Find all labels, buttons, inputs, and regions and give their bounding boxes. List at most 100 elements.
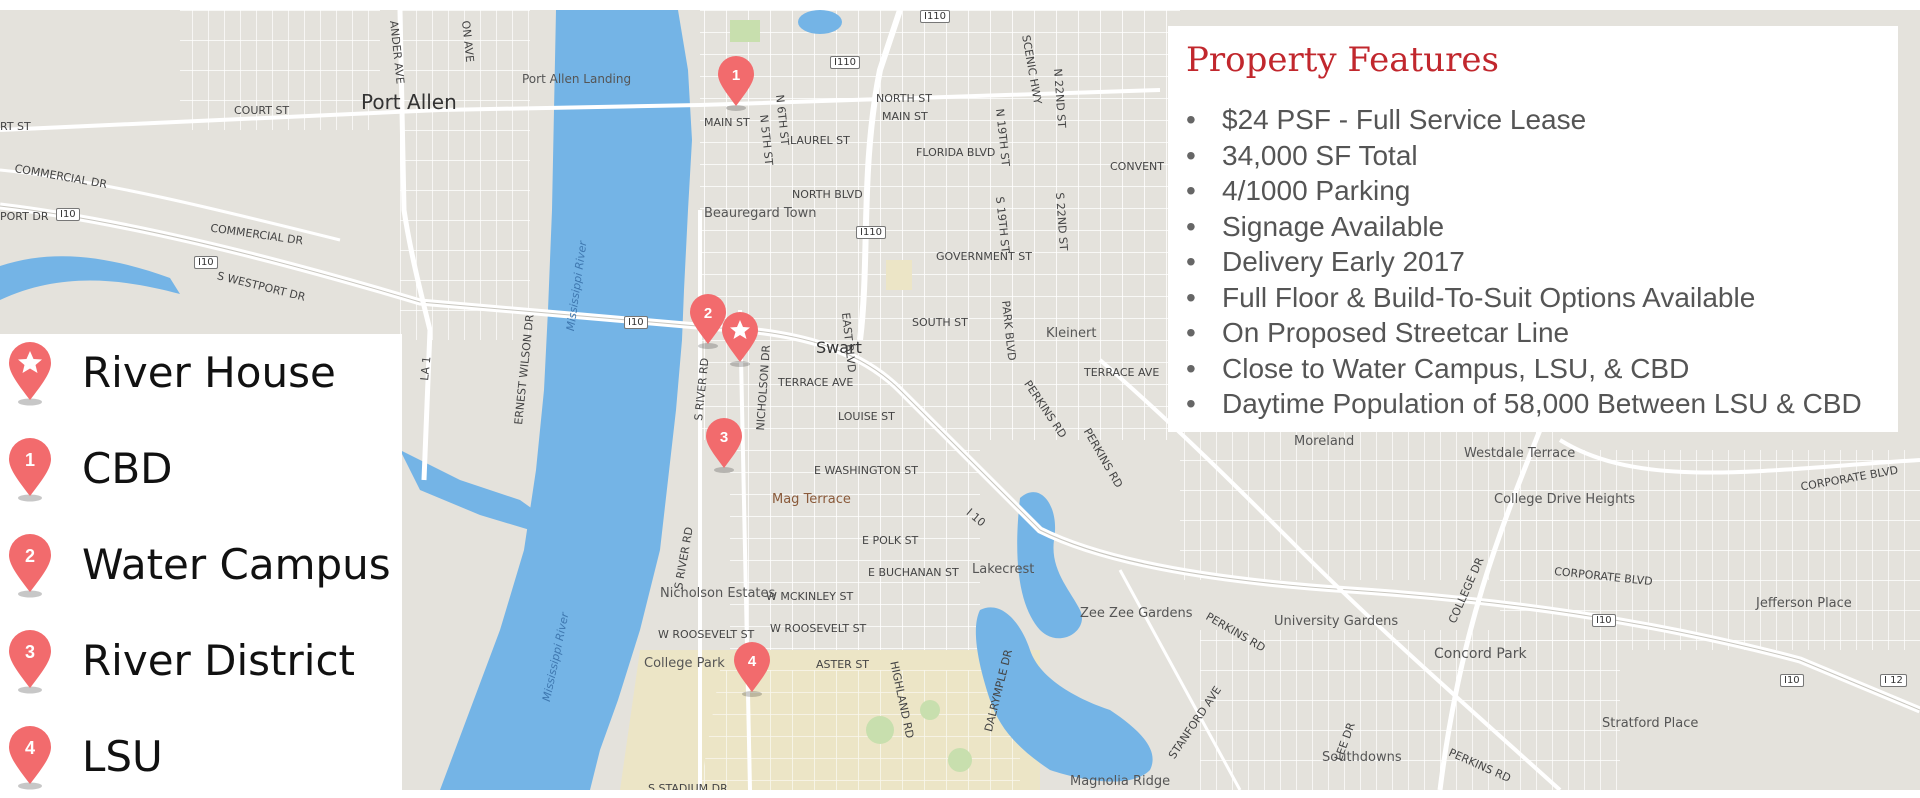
place-kleinert: Kleinert — [1046, 326, 1097, 341]
legend-item-river-house: River House — [0, 334, 402, 414]
pin-number: 3 — [720, 429, 728, 446]
legend-label: CBD — [82, 444, 173, 493]
feature-text: 34,000 SF Total — [1222, 139, 1418, 171]
place-college-park: College Park — [644, 656, 725, 671]
feature-item: •$24 PSF - Full Service Lease — [1186, 104, 1587, 135]
place-moreland: Moreland — [1294, 434, 1355, 449]
road-government-st: GOVERNMENT ST — [936, 250, 1032, 263]
pin-4-icon: 4 — [734, 642, 770, 697]
property-features-list: •$24 PSF - Full Service Lease •34,000 SF… — [1186, 102, 1862, 422]
road-terrace-ave: TERRACE AVE — [778, 376, 854, 389]
map-pin-river-district[interactable]: 3 — [704, 418, 744, 474]
pin-number: 4 — [748, 653, 757, 670]
road-main-st-2: MAIN ST — [882, 110, 928, 123]
highway-shield-i10-2: I10 — [194, 256, 218, 269]
highway-shield-i12: I 12 — [1880, 674, 1907, 687]
place-swart: Swart — [816, 338, 862, 357]
pin-3-icon: 3 — [9, 630, 51, 694]
legend-item-cbd: 1 CBD — [0, 430, 402, 510]
place-zee-zee-gardens: Zee Zee Gardens — [1080, 606, 1193, 621]
road-laurel-st: LAUREL ST — [790, 134, 850, 147]
legend-item-river-district: 3 River District — [0, 622, 402, 702]
place-university-gardens: University Gardens — [1274, 614, 1399, 629]
map-pin-river-house[interactable] — [720, 312, 760, 368]
place-beauregard-town: Beauregard Town — [704, 206, 817, 221]
road-north-blvd: NORTH BLVD — [792, 188, 863, 201]
place-port-allen: Port Allen — [361, 90, 457, 114]
pin-1-icon: 1 — [9, 438, 51, 502]
property-features-title: Property Features — [1186, 40, 1499, 80]
place-westdale-terrace: Westdale Terrace — [1464, 446, 1576, 461]
feature-text: Full Floor & Build-To-Suit Options Avail… — [1222, 281, 1756, 313]
feature-text: Delivery Early 2017 — [1222, 246, 1465, 277]
highway-shield-i10-3: I10 — [624, 316, 648, 329]
property-features-panel: Property Features •$24 PSF - Full Servic… — [1168, 26, 1898, 432]
road-w-roosevelt-st-2: W ROOSEVELT ST — [770, 622, 867, 635]
pin-number: 3 — [25, 642, 35, 662]
feature-item: •On Proposed Streetcar Line — [1186, 317, 1570, 348]
highway-shield-i110-2: I110 — [830, 56, 861, 69]
feature-item: •Full Floor & Build-To-Suit Options Avai… — [1186, 281, 1756, 313]
road-w-mckinley-st: W MCKINLEY ST — [766, 590, 854, 603]
highway-shield-i110-3: I110 — [856, 226, 887, 239]
legend-label: LSU — [82, 732, 163, 781]
road-terrace-ave-2: TERRACE AVE — [1084, 366, 1160, 379]
legend-label: River District — [82, 636, 356, 685]
road-florida-blvd: FLORIDA BLVD — [916, 146, 996, 159]
place-lakecrest: Lakecrest — [972, 562, 1035, 577]
legend-item-water-campus: 2 Water Campus — [0, 526, 402, 606]
legend-item-lsu: 4 LSU — [0, 718, 402, 798]
map-pin-water-campus[interactable]: 2 — [688, 294, 728, 350]
place-jefferson-place: Jefferson Place — [1756, 596, 1852, 611]
star-pin-icon — [9, 342, 51, 406]
pin-number: 2 — [704, 305, 712, 322]
pin-number: 1 — [25, 450, 35, 470]
road-aster-st: ASTER ST — [816, 658, 870, 671]
road-main-st: MAIN ST — [704, 116, 750, 129]
road-court-st: COURT ST — [234, 104, 290, 117]
feature-item: •4/1000 Parking — [1186, 175, 1411, 206]
pin-2-icon: 2 — [9, 534, 51, 598]
legend-label: Water Campus — [82, 540, 391, 589]
road-port-dr: PORT DR — [0, 210, 49, 223]
pin-number: 4 — [25, 738, 35, 758]
road-north-st: NORTH ST — [876, 92, 932, 105]
road-s-stadium-dr: S STADIUM DR — [648, 782, 728, 790]
place-nicholson-estates: Nicholson Estates — [660, 586, 776, 601]
pin-3-icon: 3 — [706, 418, 742, 473]
map-pin-cbd[interactable]: 1 — [716, 56, 756, 112]
road-w-roosevelt-st: W ROOSEVELT ST — [658, 628, 755, 641]
place-southdowns: Southdowns — [1322, 750, 1402, 765]
feature-text: On Proposed Streetcar Line — [1222, 317, 1570, 348]
feature-item: •Signage Available — [1186, 210, 1445, 242]
map-pin-lsu[interactable]: 4 — [732, 642, 772, 698]
feature-item: •Delivery Early 2017 — [1186, 246, 1465, 277]
road-court-st-west: RT ST — [0, 120, 31, 133]
feature-text: 4/1000 Parking — [1222, 175, 1411, 206]
feature-text: Signage Available — [1222, 210, 1445, 242]
feature-item: •Close to Water Campus, LSU, & CBD — [1186, 352, 1690, 384]
feature-text: Close to Water Campus, LSU, & CBD — [1222, 352, 1690, 384]
pin-number: 1 — [732, 67, 740, 84]
feature-text: $24 PSF - Full Service Lease — [1222, 104, 1587, 135]
pin-number: 2 — [25, 546, 35, 566]
road-e-buchanan-st: E BUCHANAN ST — [868, 566, 959, 579]
pin-1-icon: 1 — [718, 56, 754, 111]
place-college-drive-heights: College Drive Heights — [1494, 492, 1636, 507]
highway-shield-i110: I110 — [920, 10, 951, 23]
pin-2-icon: 2 — [690, 294, 726, 349]
place-magnolia-ridge: Magnolia Ridge — [1070, 774, 1171, 789]
highway-shield-i10-4: I10 — [1592, 614, 1616, 627]
road-e-polk-st: E POLK ST — [862, 534, 919, 547]
legend-label: River House — [82, 348, 336, 397]
road-south-st: SOUTH ST — [912, 316, 968, 329]
star-pin-icon — [722, 312, 758, 367]
pin-4-icon: 4 — [9, 726, 51, 790]
place-mag-terrace: Mag Terrace — [772, 492, 851, 507]
place-concord-park: Concord Park — [1434, 646, 1527, 662]
place-stratford-place: Stratford Place — [1602, 716, 1699, 731]
highway-shield-i10: I10 — [56, 208, 80, 221]
highway-shield-i10-5: I10 — [1780, 674, 1804, 687]
map-legend: River House 1 CBD 2 Water Campus 3 River… — [0, 334, 402, 794]
feature-item: •34,000 SF Total — [1186, 139, 1418, 171]
